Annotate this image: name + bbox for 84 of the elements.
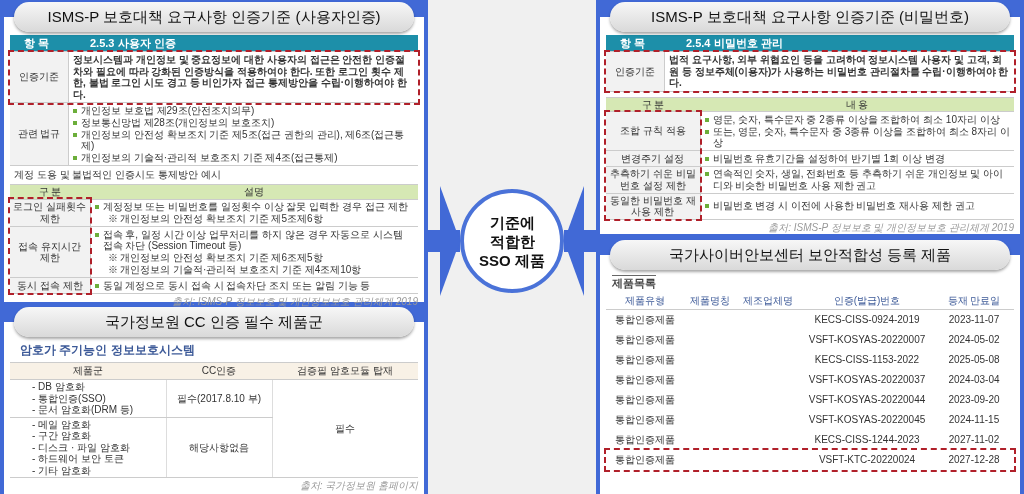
column-heading: CC인증 — [166, 362, 272, 380]
column-heading: 인증(발급)번호 — [800, 293, 934, 310]
row-heading: 조합 규칙 적용 — [606, 111, 700, 151]
header-label: 항 목 — [24, 36, 50, 51]
list-item: - 통합인증(SSO) — [32, 392, 107, 404]
bullet-text: 계정정보 또는 비밀번호를 일정횟수 이상 잘못 입력한 경우 접근 제한 — [102, 201, 408, 212]
column-heading: 구 분 — [10, 184, 90, 199]
row-heading: 로그인 실패횟수 제한 — [10, 199, 90, 227]
table-entry: 통합인증제품 — [614, 432, 676, 447]
certificate-number: KECS-CISS-0924-2019 — [800, 309, 934, 330]
certificate-number: VSFT-KTC-20220024 — [817, 452, 917, 467]
list-item: - 메일 암호화 — [32, 418, 92, 430]
column-heading: 검증필 암호모듈 탑재 — [272, 362, 418, 380]
column-heading: 구 분 — [606, 97, 700, 112]
bullet-text: 영문, 숫자, 특수문자 중 2종류 이상을 조합하여 최소 10자리 이상 — [712, 113, 1000, 125]
column-heading: 내 용 — [700, 97, 1014, 112]
list-item: - 디스크 · 파일 암호화 — [32, 441, 131, 453]
center-label: 기준에 적합한 SSO 제품 — [478, 212, 546, 270]
subtitle: 제품목록 — [612, 275, 656, 291]
table-entry: 2027-11-02 — [947, 432, 1001, 447]
panel-title: 국가사이버안보센터 보안적합성 등록 제품 — [610, 240, 1010, 270]
table-entry: 통합인증제품 — [606, 309, 684, 330]
column-heading: 제품명칭 — [684, 293, 736, 310]
section-title: 2.5.3 사용자 인증 — [90, 36, 176, 51]
table-entry: 통합인증제품 — [614, 372, 676, 387]
table-entry: 통합인증제품 — [614, 412, 676, 427]
list-item: - 기타 암호화 — [32, 464, 92, 476]
bullet-text: 비밀번호 변경 시 이전에 사용한 비밀번호 재사용 제한 권고 — [712, 200, 975, 212]
row-heading: 인증기준 — [10, 51, 69, 103]
table-entry: 필수(2017.8.10 부) — [166, 379, 272, 417]
table-entry: 해당사항없음 — [166, 417, 272, 478]
column-heading: 제조업체명 — [736, 293, 800, 310]
certificate-number: VSFT-KOSYAS-20220045 — [807, 412, 927, 427]
table-entry: 2024-03-04 — [947, 372, 1001, 387]
table-entry: 2023-09-20 — [947, 392, 1001, 407]
certificate-number: VSFT-KOSYAS-20220037 — [807, 372, 927, 387]
table-entry: 2025-05-08 — [947, 352, 1001, 367]
column-heading: 제품군 — [10, 362, 166, 380]
row-heading: 관련 법규 — [10, 102, 69, 166]
table-entry: 2024-05-02 — [947, 332, 1001, 347]
certificate-number: KECS-CISS-1153-2022 — [813, 352, 921, 367]
list-item: - 구간 암호화 — [32, 430, 92, 442]
bullet-text: 또는, 영문, 숫자, 특수문자 중 3종류 이상을 조합하여 최소 8자리 이상 — [712, 125, 1010, 148]
subtitle: 암호가 주기능인 정보보호시스템 — [20, 342, 196, 359]
certificate-number: KECS-CISS-1244-2023 — [813, 432, 921, 447]
column-heading: 등재 만료일 — [934, 293, 1014, 310]
note-text: 계정 도용 및 불법적인 인증시도 통제방안 예시 — [14, 168, 222, 182]
panel-title: 국가정보원 CC 인증 필수 제품군 — [14, 307, 414, 337]
table-entry: 필수 — [272, 379, 418, 478]
bullet-text: 개인정보의 안전성 확보조치 기준 제5조(접근 권한의 관리), 제6조(접근통제) — [81, 128, 405, 151]
bullet-text: 개인정보 보호법 제29조(안전조치의무) — [81, 104, 255, 116]
certificate-number: VSFT-KOSYAS-20220007 — [807, 332, 927, 347]
panel-title: ISMS-P 보호대책 요구사항 인증기준 (사용자인증) — [14, 2, 414, 32]
column-heading: 설명 — [90, 184, 418, 199]
bullet-text: 접속 후, 일정 시간 이상 업무처리를 하지 않은 경우 자동으로 시스템 접속 차단 (Session Timeout 등) — [102, 228, 404, 251]
table-entry: 2023-11-07 — [934, 309, 1014, 330]
table-entry: 통합인증제품 — [614, 332, 676, 347]
reference-note: ※ 개인정보의 기술적·관리적 보호조치 기준 제4조제10항 — [106, 264, 363, 276]
table-entry: 통합인증제품 — [614, 452, 676, 467]
row-heading: 추측하기 쉬운 비밀번호 설정 제한 — [606, 166, 700, 193]
panel-title: ISMS-P 보호대책 요구사항 인증기준 (비밀번호) — [610, 2, 1010, 32]
list-item: - DB 암호화 — [32, 381, 86, 393]
source-note: 출처: 국가정보원 홈페이지 — [298, 479, 418, 493]
bullet-text: 개인정보의 기술적·관리적 보호조치 기준 제4조(접근통제) — [81, 152, 338, 163]
source-note: 출처: ISMS-P 정보보호 및 개인정보보호 관리체계 2019 — [767, 220, 1014, 235]
row-heading: 접속 유지시간 제한 — [10, 226, 90, 278]
reference-note: ※ 개인정보의 안전성 확보조치 기준 제6조제5항 — [106, 252, 324, 264]
table-entry: 2027-12-28 — [947, 452, 1001, 467]
column-heading: 제품유형 — [606, 293, 684, 310]
table-entry: 통합인증제품 — [614, 352, 676, 367]
section-title: 2.5.4 비밀번호 관리 — [686, 36, 783, 51]
list-item: - 하드웨어 보안 토큰 — [32, 453, 125, 465]
table-entry: 통합인증제품 — [614, 392, 676, 407]
header-label: 항 목 — [620, 36, 646, 51]
certificate-number: VSFT-KOSYAS-20220044 — [807, 392, 927, 407]
bullet-text: 연속적인 숫자, 생일, 전화번호 등 추측하기 쉬운 개인정보 및 아이디와 비슷한 비밀번호 사용 제한 권고 — [712, 168, 1004, 191]
bullet-text: 정보통신망법 제28조(개인정보의 보호조치) — [81, 116, 275, 128]
row-heading: 동일한 비밀번호 재사용 제한 — [606, 193, 700, 219]
table-entry: 2024-11-15 — [947, 412, 1001, 427]
bullet-text: 동일 계정으로 동시 접속 시 접속차단 조치 또는 알림 기능 등 — [102, 279, 371, 291]
list-item: - 문서 암호화(DRM 등) — [32, 404, 135, 416]
reference-note: ※ 개인정보의 안전성 확보조치 기준 제5조제6항 — [106, 213, 324, 225]
bullet-text: 비밀번호 유효기간을 설정하여 반기별 1회 이상 변경 — [712, 152, 945, 164]
row-heading: 인증기준 — [606, 51, 665, 91]
